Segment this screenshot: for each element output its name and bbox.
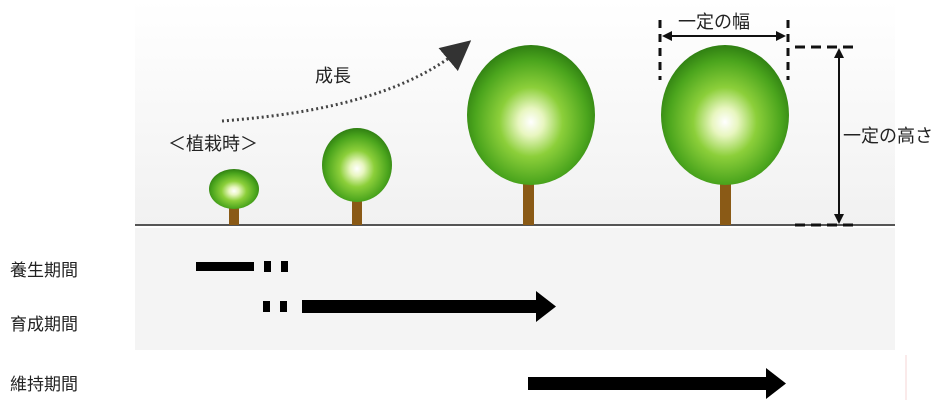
- bar-arrowhead: [766, 368, 786, 399]
- tree-crown: [322, 128, 392, 202]
- tree-mature: [661, 45, 789, 225]
- tree-trunk: [523, 180, 534, 225]
- tree-crown: [661, 45, 789, 185]
- bar-arrowhead: [536, 291, 556, 322]
- curing-period-bar: [196, 261, 288, 272]
- width-arrowhead-left: [662, 31, 672, 41]
- bar-solid: [196, 262, 254, 271]
- period-label-maintenance: 維持期間: [10, 375, 78, 395]
- bar-dash: [263, 301, 270, 312]
- fixed-width-label: 一定の幅: [678, 12, 750, 33]
- bar-dash: [281, 261, 288, 272]
- maintenance-period-bar: [528, 368, 786, 399]
- tree-trunk: [720, 180, 731, 225]
- tree-crown: [467, 45, 595, 185]
- bar-solid: [302, 300, 538, 313]
- tree-trunk: [229, 205, 239, 225]
- growth-arrow: [221, 40, 472, 123]
- tree-large: [467, 45, 595, 225]
- growth-label: 成長: [315, 66, 351, 87]
- tree-crown: [209, 169, 259, 209]
- planting-time-label: ＜植栽時＞: [168, 134, 258, 155]
- tree-small: [209, 169, 259, 225]
- height-arrowhead-bottom: [834, 214, 844, 224]
- period-label-curing: 養生期間: [10, 261, 78, 281]
- tree-medium: [322, 128, 392, 225]
- tree-trunk: [352, 200, 362, 225]
- fixed-height-label: 一定の高さ: [843, 126, 933, 147]
- fixed-height-indicator: [795, 45, 858, 227]
- bar-dash: [280, 301, 287, 312]
- lower-band: [135, 228, 895, 350]
- width-arrowhead-right: [776, 31, 786, 41]
- bar-solid: [528, 377, 768, 390]
- bar-dash: [264, 261, 271, 272]
- period-label-growth: 育成期間: [10, 315, 78, 335]
- fixed-width-indicator: [658, 20, 790, 80]
- growth-period-bar: [263, 291, 556, 322]
- height-arrowhead-top: [834, 48, 844, 58]
